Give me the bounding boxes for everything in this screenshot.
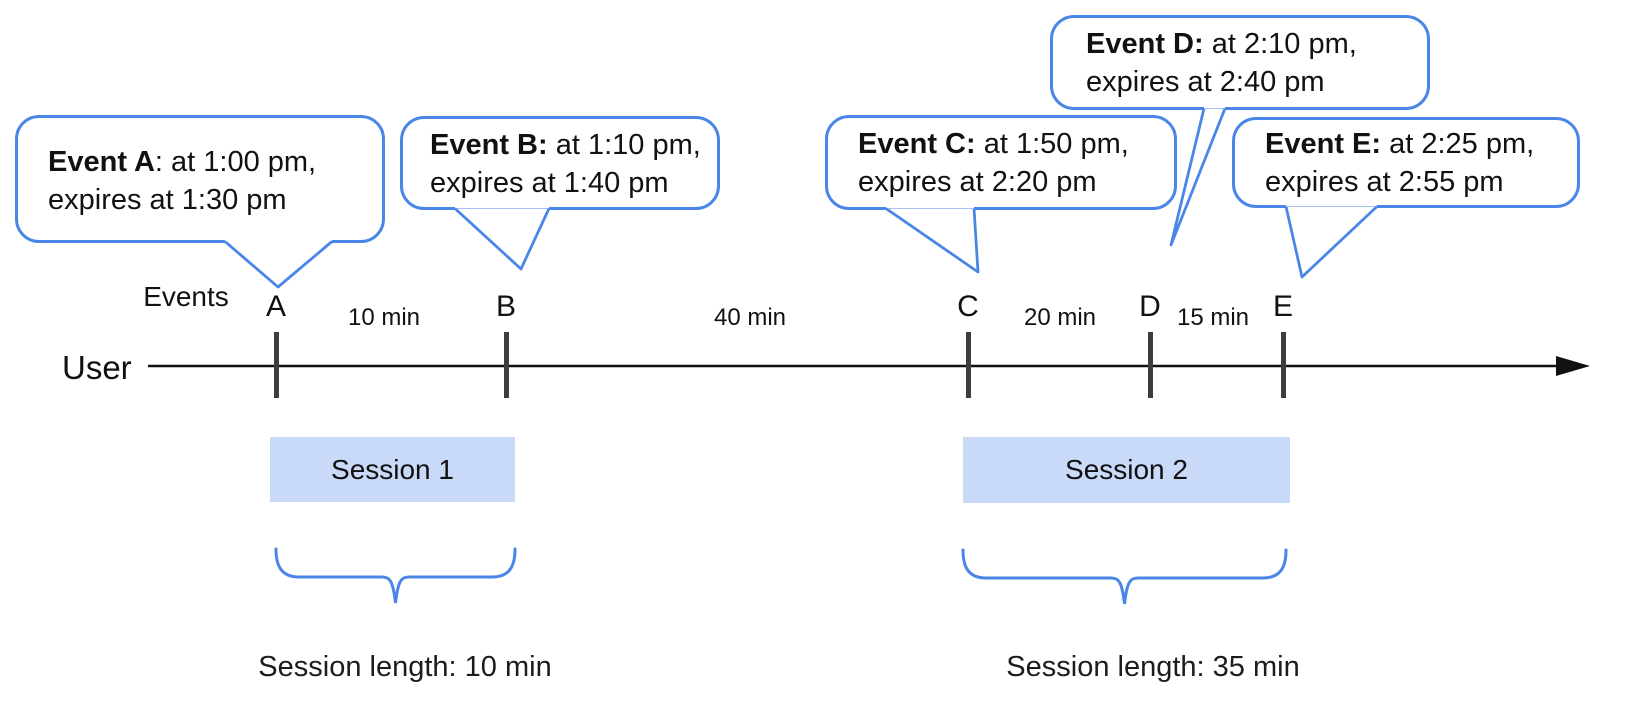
- event-e-callout: Event E: at 2:25 pm, expires at 2:55 pm: [1232, 117, 1580, 208]
- interval-c-d: 20 min: [1023, 304, 1097, 331]
- session-1-length-label: Session length: 10 min: [258, 651, 552, 683]
- tick-d: [1147, 332, 1153, 398]
- session1-brace: [274, 547, 517, 604]
- tick-label-a: A: [265, 290, 286, 323]
- callout-line2: expires at 2:55 pm: [1265, 166, 1504, 198]
- callout-line2: expires at 1:40 pm: [430, 167, 669, 199]
- tick-label-c: C: [957, 290, 979, 323]
- user-axis-label: User: [62, 349, 132, 386]
- interval-d-e: 15 min: [1176, 304, 1250, 331]
- session-1-box: Session 1: [270, 437, 515, 502]
- tick-label-b: B: [495, 290, 516, 323]
- callout-line1: Event D: at 2:10 pm,: [1086, 28, 1357, 60]
- timeline-arrowhead: [1556, 356, 1590, 376]
- tick-a: [273, 332, 279, 398]
- callout-line1: Event C: at 1:50 pm,: [858, 128, 1129, 160]
- callout-line1: Event E: at 2:25 pm,: [1265, 128, 1535, 160]
- tick-e: [1280, 332, 1286, 398]
- session2-brace: [961, 548, 1288, 605]
- tick-label-e: E: [1272, 290, 1293, 323]
- event-d-callout: Event D: at 2:10 pm, expires at 2:40 pm: [1050, 15, 1430, 110]
- callout-line1: Event A: at 1:00 pm,: [48, 146, 317, 178]
- callout-line2: expires at 2:20 pm: [858, 166, 1097, 198]
- interval-a-b: 10 min: [347, 304, 421, 331]
- tick-label-d: D: [1139, 290, 1161, 323]
- callout-line2: expires at 1:30 pm: [48, 184, 287, 216]
- event-a-callout: Event A: at 1:00 pm, expires at 1:30 pm: [15, 115, 385, 243]
- interval-b-c: 40 min: [713, 304, 787, 331]
- session-2-box: Session 2: [963, 437, 1290, 503]
- event-c-callout: Event C: at 1:50 pm, expires at 2:20 pm: [825, 115, 1177, 210]
- callout-line2: expires at 2:40 pm: [1086, 66, 1325, 98]
- tick-b: [503, 332, 509, 398]
- callout-line1: Event B: at 1:10 pm,: [430, 129, 701, 161]
- events-axis-label: Events: [143, 281, 229, 312]
- event-b-callout: Event B: at 1:10 pm, expires at 1:40 pm: [400, 116, 720, 210]
- tick-c: [965, 332, 971, 398]
- session-2-length-label: Session length: 35 min: [1006, 651, 1300, 683]
